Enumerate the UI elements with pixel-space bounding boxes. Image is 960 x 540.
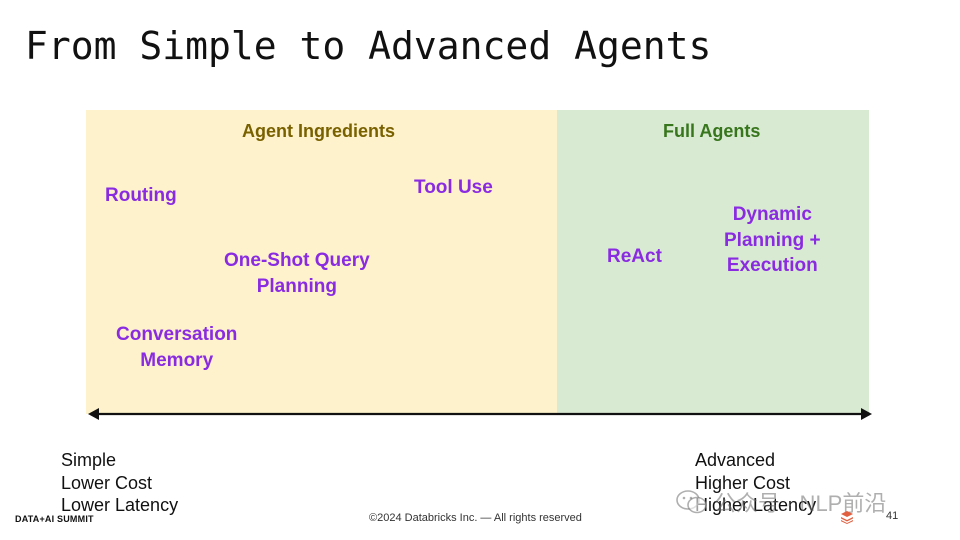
item-react: ReAct [607,246,662,267]
wechat-icon [676,490,707,514]
scale-advanced-end: Advanced Higher Cost Higher Latency [695,450,817,515]
full-agents-header: Full Agents [663,121,761,141]
layers-icon [841,511,853,524]
slide-title: From Simple to Advanced Agents [25,24,712,68]
agent-ingredients-header: Agent Ingredients [242,121,396,141]
item-tool-use: Tool Use [414,177,493,198]
double-arrow-axis [88,408,872,420]
page-number: 41 [886,510,899,522]
copyright-text: ©2024 Databricks Inc. — All rights reser… [369,512,582,524]
scale-simple-end: Simple Lower Cost Lower Latency [61,450,179,515]
item-conversation-memory: Conversation Memory [116,324,238,371]
wechat-watermark: 公众号 · NLP前沿 [676,486,886,518]
item-one-shot-query-planning: One-Shot Query Planning [224,250,370,297]
agent-ingredients-panel [86,110,557,414]
full-agents-panel [557,110,869,414]
watermark-text: 公众号 · NLP前沿 [714,491,887,516]
item-dynamic-planning-execution: Dynamic Planning + Execution [724,204,821,276]
item-routing: Routing [105,185,177,206]
data-ai-summit-logo: DATA+AI SUMMIT [15,514,94,524]
